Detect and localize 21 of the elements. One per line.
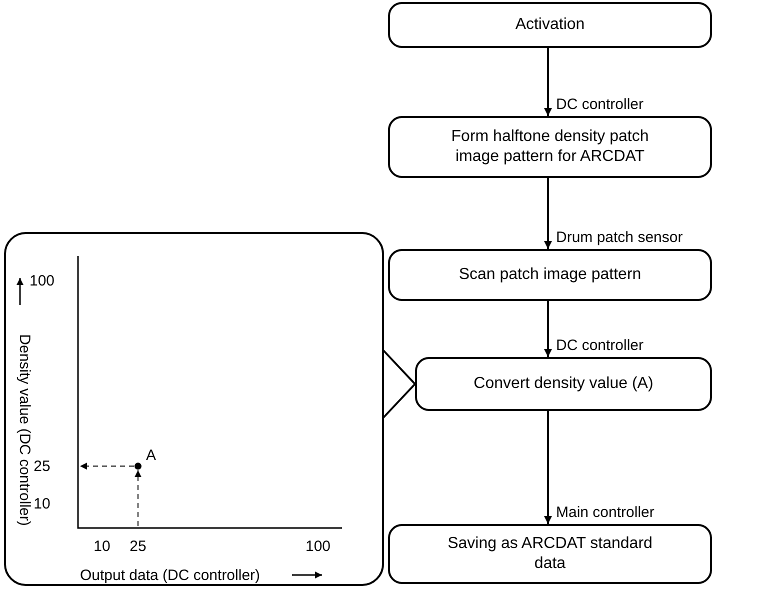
tick-label: 10 bbox=[34, 495, 50, 512]
callout-panel bbox=[4, 232, 384, 586]
process-box: Saving as ARCDAT standard data bbox=[388, 524, 712, 584]
tick-label: 100 bbox=[29, 272, 55, 290]
edge-label: Drum patch sensor bbox=[554, 229, 685, 246]
process-box: Form halftone density patch image pattern for ARCDAT bbox=[388, 116, 712, 178]
point-label: A bbox=[146, 447, 156, 464]
process-box: Convert density value (A) bbox=[415, 357, 712, 411]
arrow bbox=[544, 301, 552, 357]
arrow bbox=[544, 48, 552, 116]
tick-label: 25 bbox=[130, 538, 146, 555]
callout-tail bbox=[382, 349, 416, 419]
process-box: Activation bbox=[388, 2, 712, 48]
axis-title: Density value (DC controller) bbox=[16, 334, 33, 526]
tick-label: 25 bbox=[34, 458, 50, 476]
tick-label: 100 bbox=[305, 538, 331, 555]
arrow bbox=[544, 178, 552, 249]
process-box: Scan patch image pattern bbox=[388, 249, 712, 301]
arrow bbox=[544, 411, 552, 524]
axis-title: Output data (DC controller) bbox=[80, 567, 260, 584]
tick-label: 10 bbox=[94, 538, 110, 555]
